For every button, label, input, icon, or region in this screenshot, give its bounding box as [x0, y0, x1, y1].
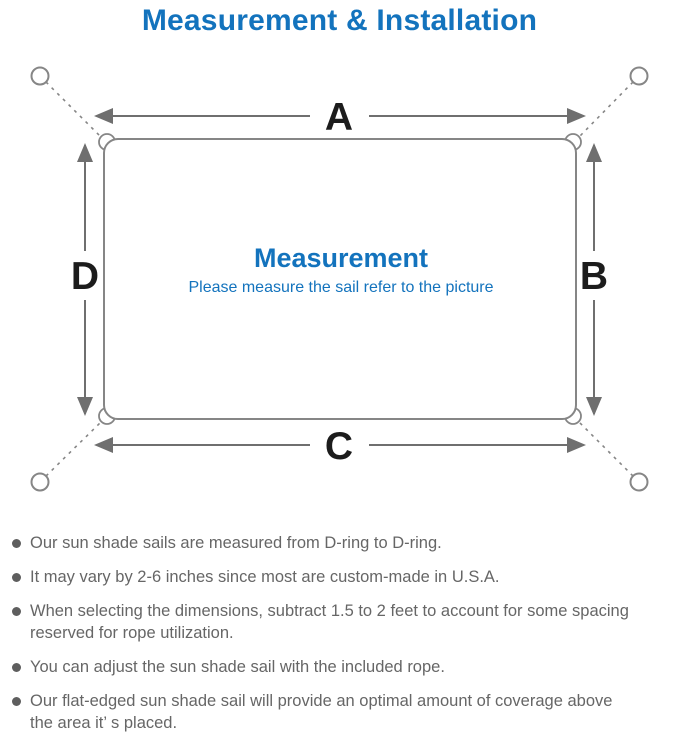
arrow-b-head-down-icon — [586, 397, 602, 416]
arrow-b-head-up-icon — [586, 143, 602, 162]
tether-line-bottom-right — [577, 420, 634, 477]
bullet-icon — [12, 663, 21, 672]
dimension-label-c: C — [325, 425, 353, 468]
bullet-icon — [12, 539, 21, 548]
tether-line-top-right — [578, 81, 634, 138]
note-item: When selecting the dimensions, subtract … — [12, 600, 662, 644]
arrow-c-head-right-icon — [567, 437, 586, 453]
dimension-label-b: B — [580, 255, 608, 298]
diagram-center-title: Measurement — [254, 243, 428, 273]
arrow-a-head-right-icon — [567, 108, 586, 124]
arrow-d-head-up-icon — [77, 143, 93, 162]
note-text: Our flat-edged sun shade sail will provi… — [30, 692, 613, 732]
notes-list: Our sun shade sails are measured from D-… — [12, 532, 662, 739]
note-text: When selecting the dimensions, subtract … — [30, 602, 629, 642]
note-text: Our sun shade sails are measured from D-… — [30, 534, 442, 552]
tether-line-top-left — [45, 81, 102, 138]
tether-line-bottom-left — [45, 420, 103, 477]
note-item: You can adjust the sun shade sail with t… — [12, 656, 662, 678]
anchor-ring-icon-bottom-left — [30, 472, 50, 492]
sail-outline — [103, 138, 577, 420]
dimension-label-a: A — [325, 96, 353, 139]
anchor-ring-icon-bottom-right — [629, 472, 649, 492]
note-item: It may vary by 2-6 inches since most are… — [12, 566, 662, 588]
bullet-icon — [12, 697, 21, 706]
arrow-d-head-down-icon — [77, 397, 93, 416]
note-item: Our flat-edged sun shade sail will provi… — [12, 690, 662, 734]
bullet-icon — [12, 573, 21, 582]
diagram-center-subtitle: Please measure the sail refer to the pic… — [188, 279, 493, 296]
bullet-icon — [12, 607, 21, 616]
arrow-a-head-left-icon — [94, 108, 113, 124]
dimension-label-d: D — [71, 255, 99, 298]
note-text: It may vary by 2-6 inches since most are… — [30, 568, 500, 586]
anchor-ring-icon-top-right — [629, 66, 649, 86]
anchor-ring-icon-top-left — [30, 66, 50, 86]
arrow-c-head-left-icon — [94, 437, 113, 453]
page-title: Measurement & Installation — [141, 4, 538, 37]
note-text: You can adjust the sun shade sail with t… — [30, 658, 445, 676]
note-item: Our sun shade sails are measured from D-… — [12, 532, 662, 554]
measurement-diagram: A C D B Measurement Please measure the s… — [30, 66, 649, 492]
